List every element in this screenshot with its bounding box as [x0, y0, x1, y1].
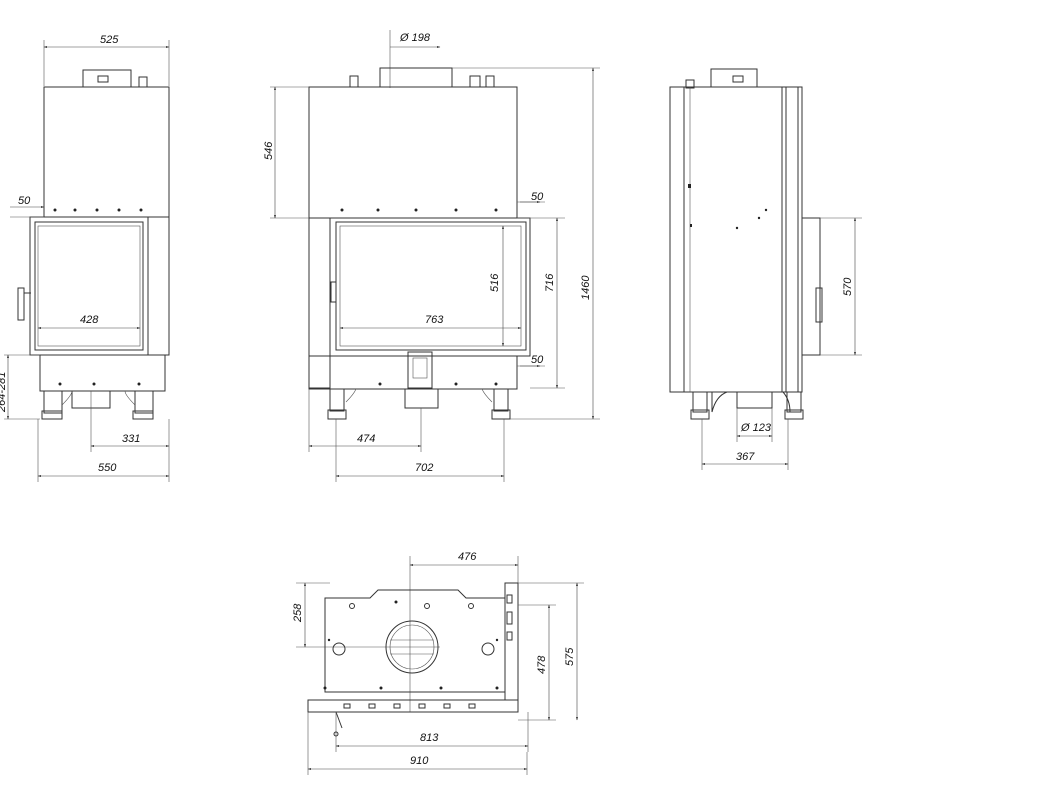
dim-side-upper-height: 546 [263, 141, 275, 160]
dim-side-offset-bottom: 50 [531, 354, 544, 366]
plan-view: 476 258 [292, 551, 584, 775]
dim-side-base-width: 702 [415, 462, 433, 474]
dim-side-glass-height: 516 [489, 273, 501, 292]
dim-front-leg-height: 264-281 [0, 372, 8, 413]
dim-side-flue-diameter: Ø 198 [399, 32, 431, 44]
dim-side-flue-offset: 474 [357, 433, 375, 445]
dim-plan-flue-depth: 258 [292, 603, 304, 623]
dim-plan-total-width: 910 [410, 755, 429, 767]
dim-side-total-height: 1460 [580, 275, 592, 300]
dim-plan-total-depth: 575 [564, 647, 576, 666]
dim-side-offset-top: 50 [531, 191, 544, 203]
dim-plan-flue-offset: 476 [458, 551, 477, 563]
dim-front-width-top: 525 [100, 34, 119, 46]
dim-plan-inner-width: 813 [420, 732, 439, 744]
dim-side-door-height: 716 [544, 273, 556, 292]
side-view: Ø 198 [263, 30, 600, 482]
dim-right-base-depth: 367 [736, 451, 755, 463]
dim-right-door-height: 570 [842, 277, 854, 296]
right-view: 570 Ø 123 367 [669, 68, 862, 470]
dim-right-air-diameter: Ø 123 [740, 422, 772, 434]
dim-front-glass-width: 428 [80, 314, 99, 326]
front-view: 525 [0, 34, 170, 482]
dim-front-base-width: 550 [98, 462, 117, 474]
dim-plan-inner-depth: 478 [536, 655, 548, 674]
dim-front-flue-offset: 331 [122, 433, 140, 445]
dim-front-offset-left: 50 [18, 195, 31, 207]
dim-side-glass-width: 763 [425, 314, 444, 326]
